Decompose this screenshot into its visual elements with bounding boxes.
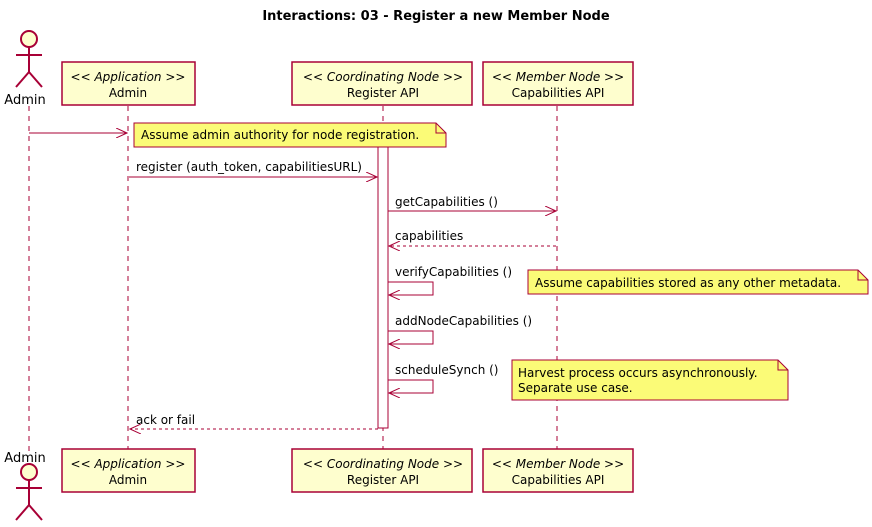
participant-name: Admin — [109, 86, 147, 100]
actor-head-bottom — [20, 463, 38, 481]
participant-stereotype: << Coordinating Node >> — [303, 457, 463, 471]
participant-register-api-top: << Coordinating Node >> Register API — [291, 61, 473, 106]
participant-name: Capabilities API — [512, 86, 605, 100]
participant-stereotype: << Application >> — [71, 70, 186, 84]
message-label-getcapabilities: getCapabilities () — [395, 195, 498, 209]
participant-application-admin-top: << Application >> Admin — [61, 61, 196, 106]
actor-admin-bottom — [15, 463, 43, 521]
actor-admin-top — [15, 30, 43, 88]
actor-name-top: Admin — [4, 93, 45, 108]
diagram-title: Interactions: 03 - Register a new Member… — [262, 9, 610, 24]
participant-register-api-bottom: << Coordinating Node >> Register API — [291, 448, 473, 493]
message-label-schedulesynch: scheduleSynch () — [395, 363, 498, 377]
note-line: Assume admin authority for node registra… — [141, 128, 419, 142]
message-label-register: register (auth_token, capabilitiesURL) — [136, 160, 362, 174]
participant-name: Register API — [347, 473, 419, 487]
participant-name: Register API — [347, 86, 419, 100]
participant-capabilities-api-top: << Member Node >> Capabilities API — [482, 61, 634, 106]
message-label-capabilities: capabilities — [395, 229, 463, 243]
message-addnodecapabilities — [388, 330, 434, 344]
participant-application-admin-bottom: << Application >> Admin — [61, 448, 196, 493]
note-line: Harvest process occurs asynchronously. — [518, 366, 758, 380]
participant-stereotype: << Member Node >> — [492, 70, 624, 84]
actor-head-top — [20, 30, 38, 48]
message-label-verifycapabilities: verifyCapabilities () — [395, 265, 512, 279]
participant-name: Capabilities API — [512, 473, 605, 487]
message-label-addnodecapabilities: addNodeCapabilities () — [395, 314, 532, 328]
activation-bar-register-api — [377, 145, 389, 429]
message-label-ack-or-fail: ack or fail — [136, 413, 195, 427]
participant-stereotype: << Application >> — [71, 457, 186, 471]
message-verifycapabilities — [388, 281, 434, 295]
participant-name: Admin — [109, 473, 147, 487]
note-capabilities-stored: Assume capabilities stored as any other … — [527, 269, 869, 295]
note-admin-authority: Assume admin authority for node registra… — [133, 122, 447, 148]
participant-stereotype: << Coordinating Node >> — [303, 70, 463, 84]
note-harvest-process: Harvest process occurs asynchronously. S… — [511, 359, 789, 401]
note-line: Separate use case. — [518, 381, 633, 395]
message-schedulesynch — [388, 379, 434, 393]
actor-name-bottom: Admin — [4, 451, 45, 466]
participant-stereotype: << Member Node >> — [492, 457, 624, 471]
participant-capabilities-api-bottom: << Member Node >> Capabilities API — [482, 448, 634, 493]
note-line: Assume capabilities stored as any other … — [535, 276, 841, 290]
